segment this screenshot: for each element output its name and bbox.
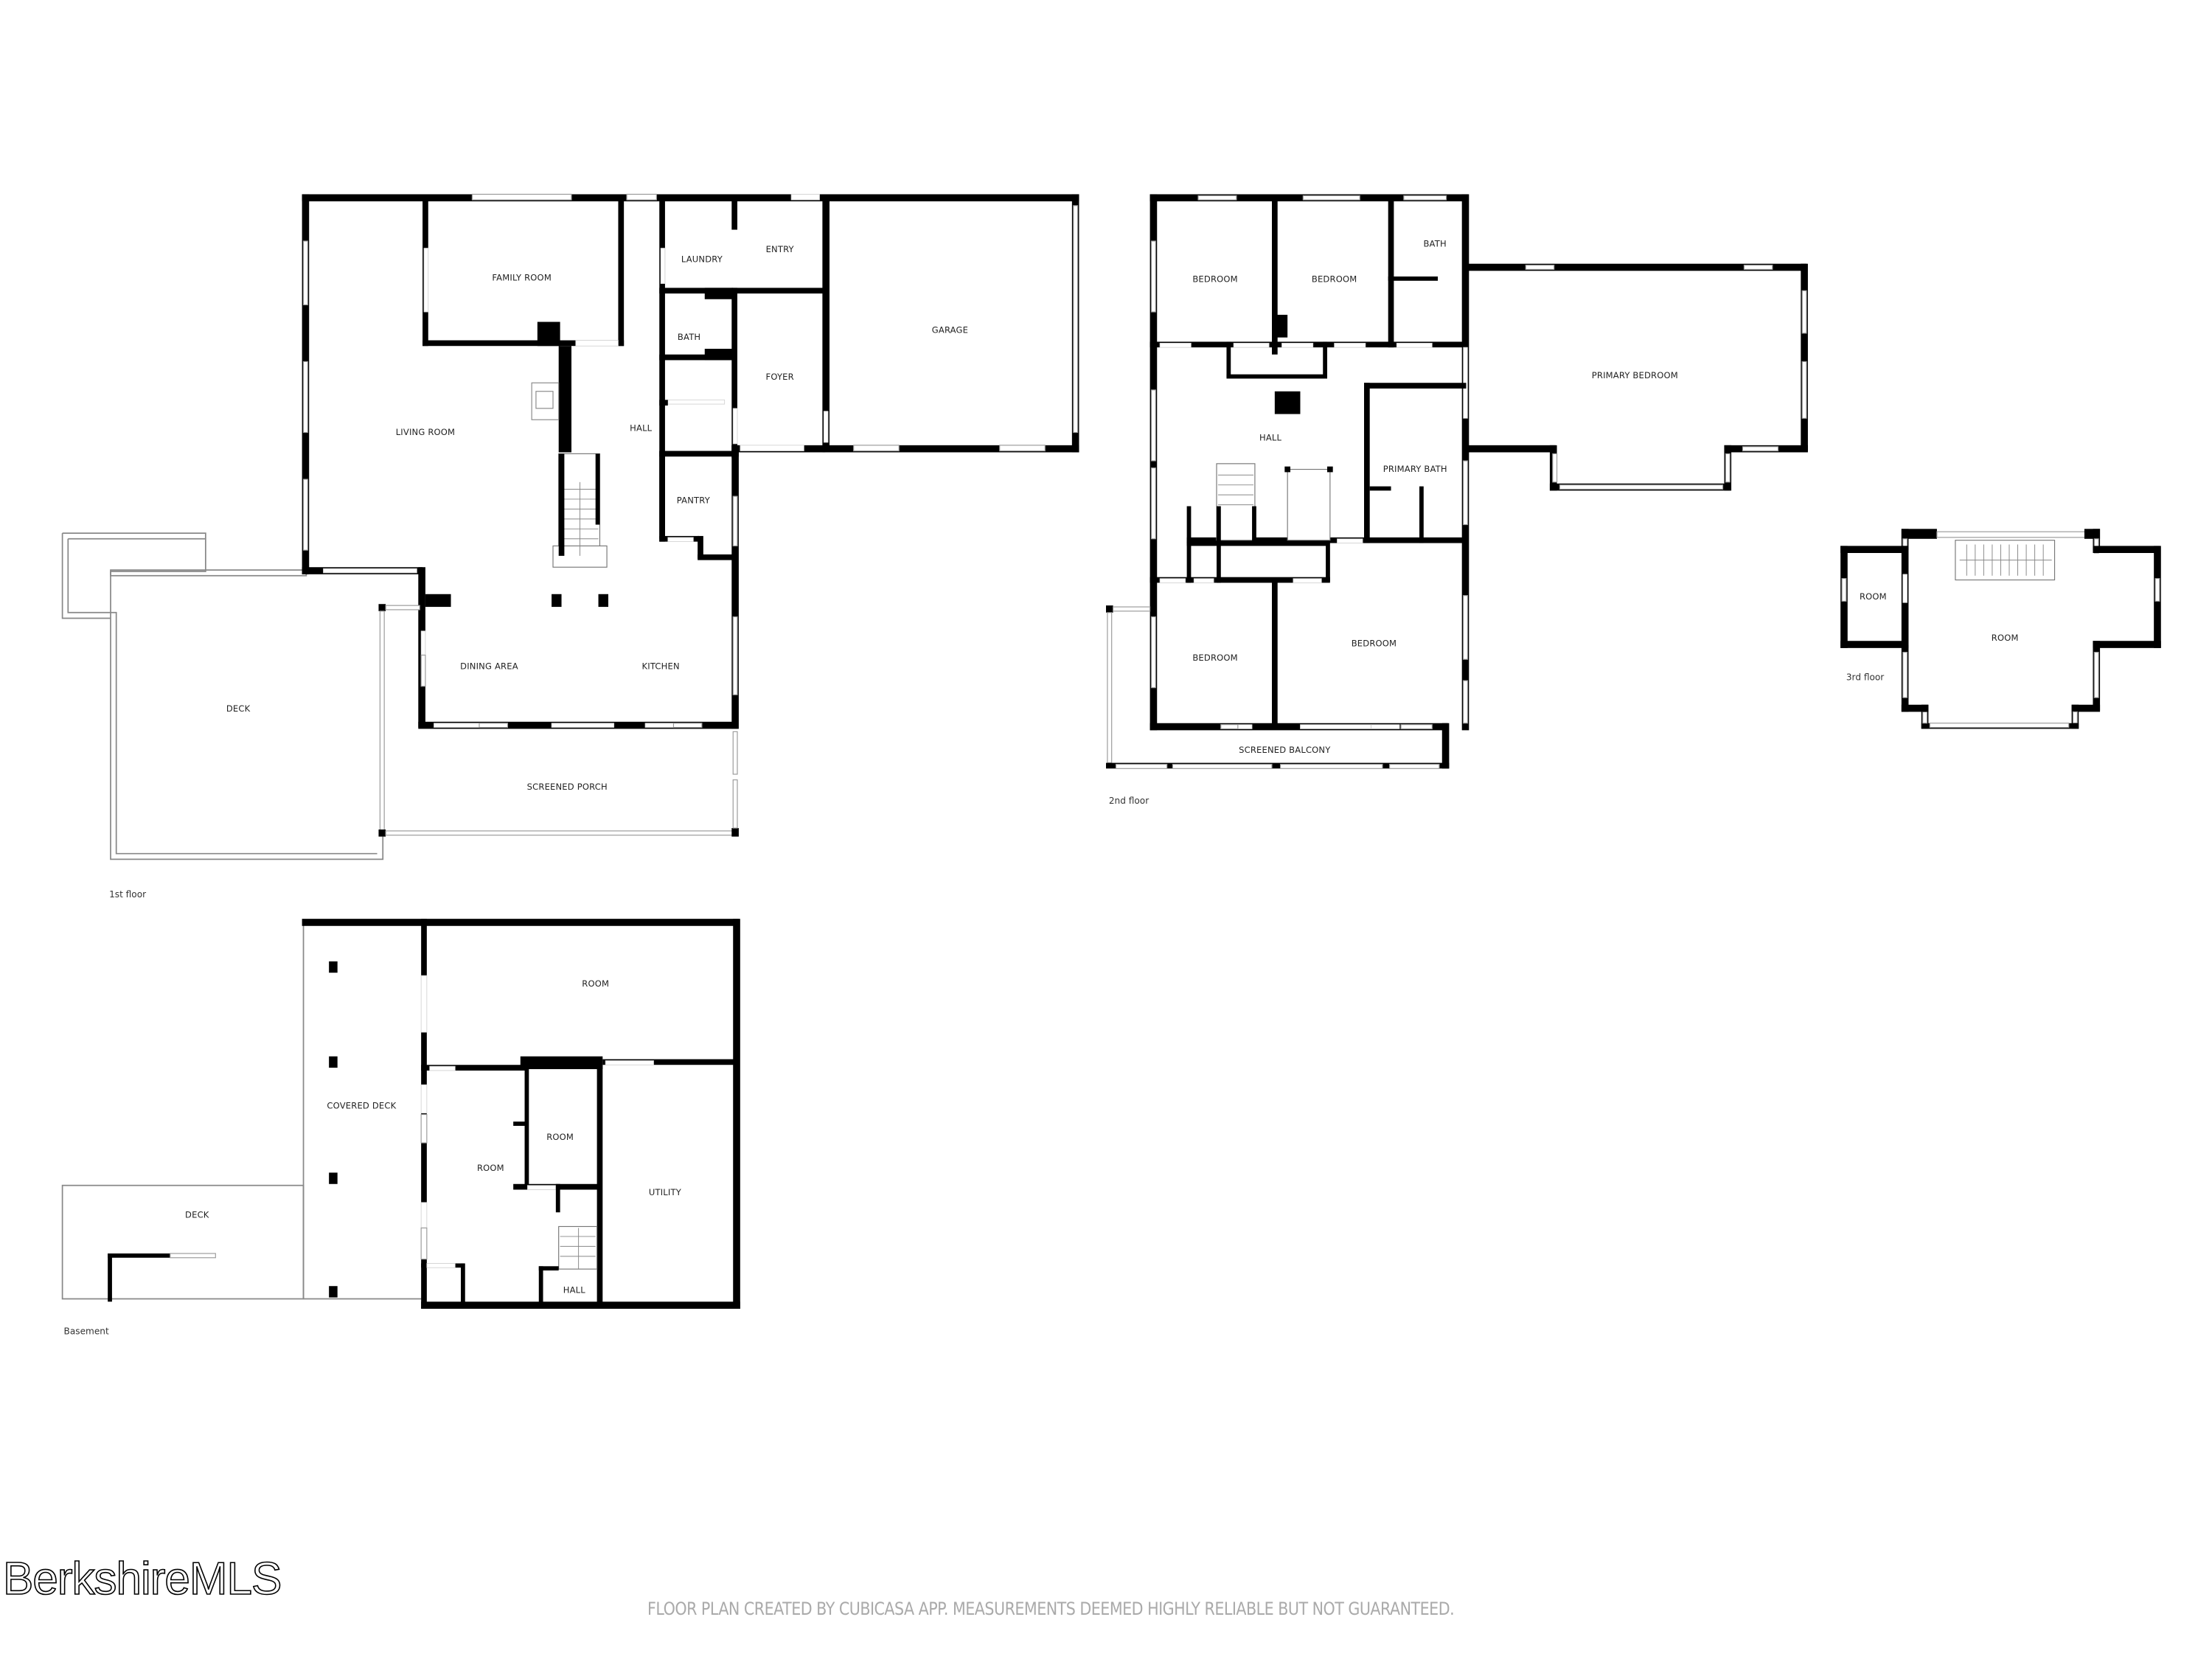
room-label-primary-bath: PRIMARY BATH [1383,464,1447,474]
room-label-hall: HALL [630,422,653,433]
room-label-basement-hall: HALL [563,1285,586,1295]
room-label-deck: DECK [226,703,251,714]
room-label-foyer: FOYER [766,372,794,382]
room-label-3f-small-room: ROOM [1860,591,1887,602]
room-label-laundry: LAUNDRY [681,254,723,264]
room-label-pantry: PANTRY [677,495,711,505]
room-label-garage: GARAGE [932,325,968,335]
floor-label-1st: 1st floor [109,889,146,900]
first-floor-plan: FAMILY ROOM LAUNDRY ENTRY GARAGE BATH FO… [61,193,1079,900]
floor-label-2nd: 2nd floor [1109,796,1149,806]
room-label-hall-2f: HALL [1259,433,1282,443]
room-label-screened-porch: SCREENED PORCH [527,782,608,792]
room-label-entry: ENTRY [766,244,795,254]
disclaimer-text: FLOOR PLAN CREATED BY CUBICASA APP. MEAS… [647,1599,1455,1619]
room-label-living-room: LIVING ROOM [396,427,455,437]
room-label-basement-room-left: ROOM [477,1163,504,1173]
room-label-primary-bedroom: PRIMARY BEDROOM [1592,370,1678,380]
basement-plan: ROOM COVERED DECK ROOM ROOM UTILITY DECK… [61,919,740,1336]
room-label-bedroom-2: BEDROOM [1312,274,1357,284]
room-label-bedroom-1: BEDROOM [1192,274,1237,284]
room-label-3f-main-room: ROOM [1992,633,2019,643]
room-label-covered-deck: COVERED DECK [327,1101,396,1111]
room-label-bedroom-3: BEDROOM [1192,653,1237,663]
room-label-basement-room-top: ROOM [582,978,609,989]
room-label-bedroom-4: BEDROOM [1352,639,1397,649]
room-label-family-room: FAMILY ROOM [492,272,552,282]
room-label-bath-2f: BATH [1423,238,1446,248]
room-label-dining-area: DINING AREA [460,661,518,671]
floor-label-basement: Basement [64,1326,109,1336]
room-label-utility: UTILITY [649,1187,682,1197]
room-label-kitchen: KITCHEN [642,661,680,671]
room-label-basement-deck: DECK [185,1210,209,1220]
third-floor-plan: ROOM ROOM 3rd floor [1840,529,2161,729]
room-label-bath: BATH [678,332,700,342]
berkshire-mls-watermark: BerkshireMLS [2,1553,282,1605]
floor-label-3rd: 3rd floor [1846,672,1884,683]
room-label-screened-balcony: SCREENED BALCONY [1239,745,1331,755]
room-label-basement-room-small: ROOM [546,1132,574,1142]
second-floor-plan: BEDROOM BEDROOM BATH PRIMARY BEDROOM HAL… [1106,194,1808,806]
